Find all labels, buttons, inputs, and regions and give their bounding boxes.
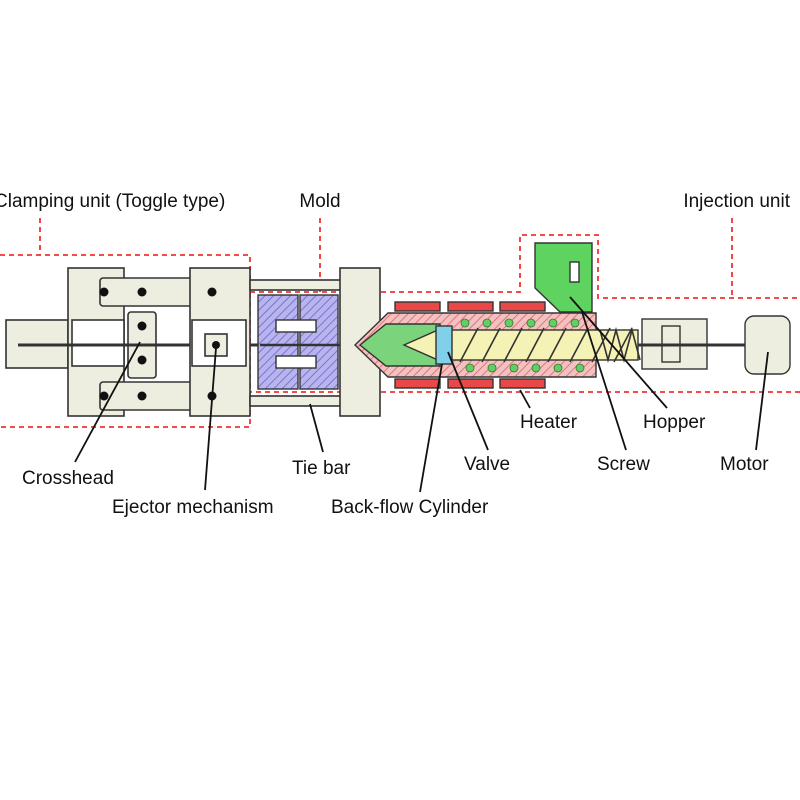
- pellet: [504, 318, 514, 328]
- leader-lines: [74, 296, 769, 493]
- tie-bar-leader: [309, 403, 324, 453]
- tie-bar-bottom: [249, 395, 346, 407]
- ejector-mechanism-label: Ejector mechanism: [112, 497, 274, 518]
- clamping-unit-label: Clamping unit (Toggle type): [0, 191, 225, 212]
- toggle-pin: [207, 287, 217, 297]
- crosshead-label: Crosshead: [22, 468, 114, 489]
- motor-leader: [755, 351, 769, 451]
- screw-flight: [591, 327, 611, 363]
- mold-moving-half: [257, 294, 299, 390]
- motor-label: Motor: [720, 454, 769, 475]
- pellets: [460, 318, 585, 373]
- valve-label: Valve: [464, 454, 510, 475]
- pellet: [482, 318, 492, 328]
- screw-shaft: [437, 329, 639, 361]
- toggle-pin: [137, 391, 147, 401]
- rear-platen-slot: [71, 319, 125, 367]
- screw-flights: [459, 327, 633, 363]
- pellet: [553, 363, 563, 373]
- pellet: [526, 318, 536, 328]
- ejector-mechanism-leader: [204, 347, 217, 491]
- heater-band: [447, 301, 494, 312]
- check-valve: [435, 325, 453, 365]
- mold-cavity-top: [275, 319, 317, 333]
- pellet: [570, 318, 580, 328]
- valve-leader: [447, 351, 489, 451]
- heater-band: [499, 378, 546, 389]
- mold-cavity-bottom: [275, 355, 317, 369]
- mold: [257, 294, 355, 390]
- pellet: [531, 363, 541, 373]
- screw-flight: [525, 327, 545, 363]
- crosshead-leader: [74, 341, 141, 463]
- heaters: [394, 301, 546, 389]
- screw-leader: [581, 311, 627, 451]
- screw-label: Screw: [597, 454, 650, 475]
- heater-band: [394, 378, 441, 389]
- screw-flight: [459, 327, 479, 363]
- pellet: [487, 363, 497, 373]
- heater-band: [499, 301, 546, 312]
- injection-unit-boundary: [345, 234, 800, 299]
- hopper-label: Hopper: [643, 412, 706, 433]
- screw-flight: [569, 327, 589, 363]
- pellet: [548, 318, 558, 328]
- screw-flight: [613, 327, 633, 363]
- heater-leader: [519, 389, 531, 409]
- pellet: [509, 363, 519, 373]
- toggle-pins: [99, 287, 220, 401]
- clamping-unit: [5, 267, 260, 417]
- hopper-leader: [569, 296, 668, 409]
- toggle-pin: [99, 391, 109, 401]
- tie-bar-label: Tie bar: [292, 458, 351, 479]
- tie-bar-top: [249, 279, 346, 291]
- toggle-pin: [99, 287, 109, 297]
- hopper: [534, 242, 593, 313]
- heater-label: Heater: [520, 412, 578, 433]
- injection-unit-label: Injection unit: [683, 191, 790, 212]
- pellet: [575, 363, 585, 373]
- mold-fixed-half: [299, 294, 339, 390]
- toggle-pin: [137, 355, 147, 365]
- toggle-pin: [137, 321, 147, 331]
- back-flow-cylinder-leader: [419, 363, 443, 493]
- pellet: [460, 318, 470, 328]
- toggle-pin: [137, 287, 147, 297]
- heater-band: [394, 301, 441, 312]
- toggle-pin: [212, 341, 220, 349]
- screw-flight: [503, 327, 523, 363]
- injection-unit: [353, 242, 791, 389]
- pellet: [465, 363, 475, 373]
- screw-flight: [547, 327, 567, 363]
- back-flow-cylinder-label: Back-flow Cylinder: [331, 497, 489, 518]
- motor-block: [744, 315, 791, 375]
- labels: Clamping unit (Toggle type) Mold Injecti…: [0, 191, 791, 518]
- hopper-window: [569, 261, 580, 283]
- screw-flight: [481, 327, 501, 363]
- drive-spring: [599, 326, 641, 364]
- heater-band: [447, 378, 494, 389]
- mold-label: Mold: [299, 191, 340, 212]
